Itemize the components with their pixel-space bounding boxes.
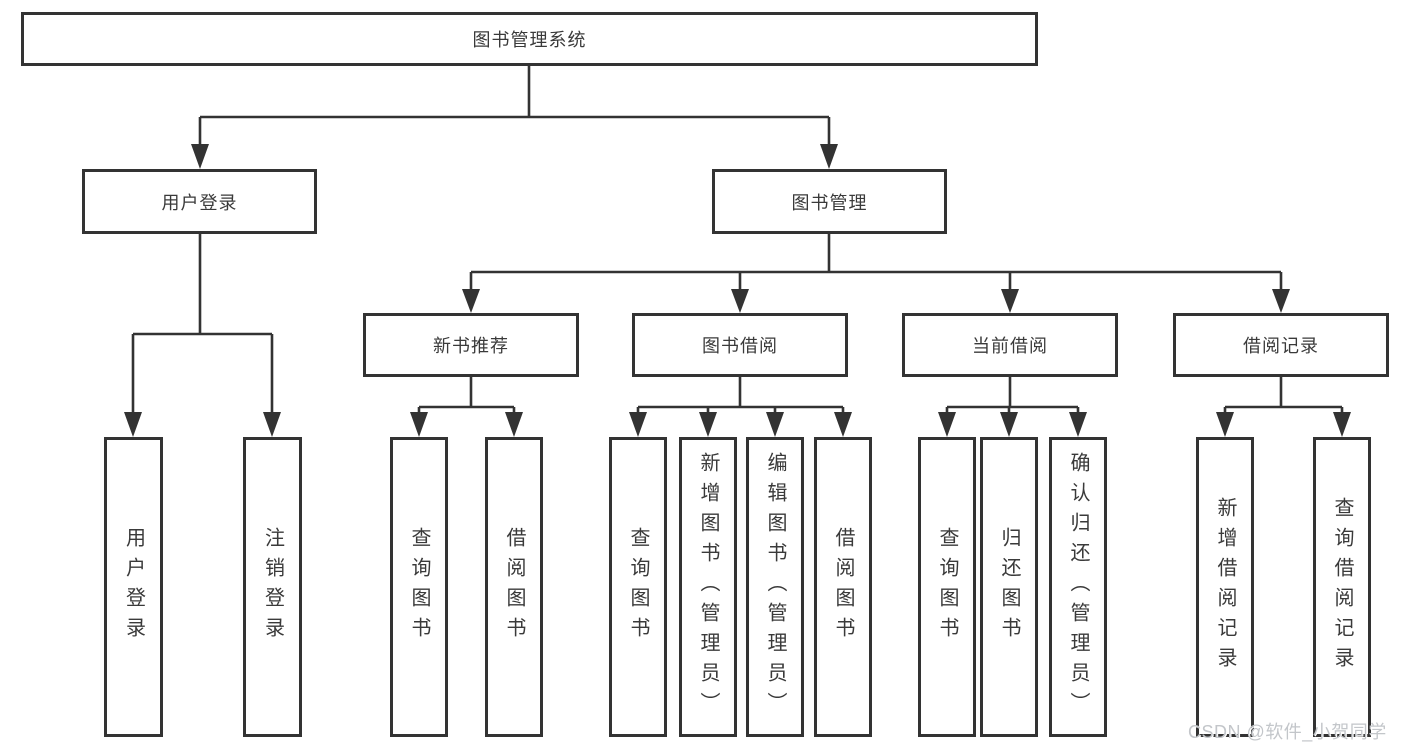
node-label: 当前借阅 <box>972 336 1048 356</box>
node-borrowing-records: 借阅记录 <box>1173 313 1389 377</box>
leaf-query-books-current: 查询图书 <box>918 437 976 737</box>
node-label: 新书推荐 <box>433 336 509 356</box>
node-label: 注销登录 <box>261 527 284 647</box>
leaf-query-books-borrow: 查询图书 <box>609 437 667 737</box>
node-library-management-system: 图书管理系统 <box>21 12 1038 66</box>
csdn-watermark: CSDN @软件_小贺同学 <box>1188 722 1387 742</box>
node-label: 新增图书（管理员） <box>697 452 719 722</box>
node-user-login: 用户登录 <box>82 169 317 234</box>
node-label: 归还图书 <box>998 527 1020 647</box>
node-label: 确认归还（管理员） <box>1067 452 1089 722</box>
leaf-borrow-books: 借阅图书 <box>814 437 872 737</box>
node-current-borrowing: 当前借阅 <box>902 313 1118 377</box>
leaf-query-books-recommend: 查询图书 <box>390 437 448 737</box>
node-label: 用户登录 <box>161 192 238 213</box>
node-new-book-recommendation: 新书推荐 <box>363 313 579 377</box>
leaf-add-books-admin: 新增图书（管理员） <box>679 437 737 737</box>
leaf-confirm-return-admin: 确认归还（管理员） <box>1049 437 1107 737</box>
leaf-user-login: 用户登录 <box>104 437 163 737</box>
node-label: 图书管理系统 <box>472 30 587 50</box>
leaf-query-borrow-record: 查询借阅记录 <box>1313 437 1371 737</box>
node-label: 图书借阅 <box>702 336 778 356</box>
leaf-add-borrow-record: 新增借阅记录 <box>1196 437 1254 737</box>
node-book-management: 图书管理 <box>712 169 947 234</box>
node-label: 查询借阅记录 <box>1331 497 1353 677</box>
node-label: 图书管理 <box>791 192 868 213</box>
node-label: 新增借阅记录 <box>1214 497 1236 677</box>
node-label: 借阅图书 <box>503 527 525 647</box>
leaf-logout: 注销登录 <box>243 437 302 737</box>
leaf-return-books: 归还图书 <box>980 437 1038 737</box>
node-label: 查询图书 <box>936 527 958 647</box>
node-label: 查询图书 <box>627 527 649 647</box>
node-label: 查询图书 <box>408 527 430 647</box>
leaf-borrow-books-recommend: 借阅图书 <box>485 437 543 737</box>
node-label: 借阅图书 <box>832 527 854 647</box>
node-book-borrowing: 图书借阅 <box>632 313 848 377</box>
node-label: 用户登录 <box>122 527 145 647</box>
arrowhead-icons <box>124 144 1351 437</box>
node-label: 编辑图书（管理员） <box>764 452 786 722</box>
node-label: 借阅记录 <box>1243 336 1319 356</box>
leaf-edit-books-admin: 编辑图书（管理员） <box>746 437 804 737</box>
